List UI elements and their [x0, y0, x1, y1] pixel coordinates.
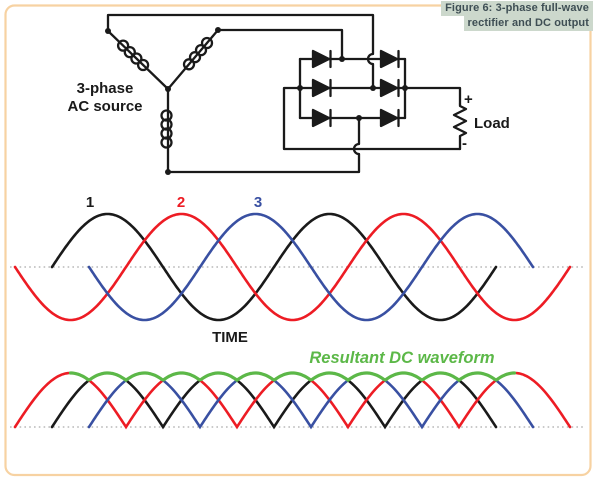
coil-loop	[194, 43, 208, 57]
page-border	[4, 4, 592, 477]
ac-waveform-chart: 1 2 3 TIME	[10, 194, 583, 346]
phase-3-label: 3	[254, 194, 262, 211]
diode-icon	[311, 78, 331, 98]
phase-1-label: 1	[86, 194, 94, 211]
junction-dot	[297, 85, 303, 91]
circuit-diagram	[105, 13, 468, 175]
junction-dots	[105, 27, 408, 175]
junction-dot	[402, 85, 408, 91]
figure-caption-line2: rectifier and DC output	[463, 16, 593, 31]
coil-loop	[160, 136, 173, 149]
dc-negative-wire	[282, 86, 462, 151]
diode-icon	[311, 108, 331, 128]
ac-wave-phase-1	[50, 212, 498, 322]
source-label-line1: 3-phase	[77, 80, 134, 97]
load-minus-label: -	[462, 135, 467, 152]
phase-2-label: 2	[177, 194, 185, 211]
junction-dot	[215, 27, 221, 33]
junction-dot	[339, 56, 345, 62]
figure-caption-line1: Figure 6: 3-phase full-wave	[441, 1, 593, 16]
junction-dot	[165, 86, 171, 92]
source-label-line2: AC source	[67, 98, 142, 115]
load-label: Load	[474, 115, 510, 132]
coil-loop	[116, 39, 130, 52]
coil-loop	[130, 52, 143, 65]
diodes	[311, 49, 400, 128]
ac-source-windings	[106, 28, 220, 174]
ac-waves	[13, 212, 572, 322]
diode-icon	[379, 78, 399, 98]
coil-loop	[182, 58, 196, 71]
diode-icon	[311, 49, 331, 69]
dc-envelope-wave	[68, 371, 517, 383]
diode-icon	[379, 108, 399, 128]
phase-1-wire	[106, 13, 375, 90]
diode-icon	[379, 49, 399, 69]
time-axis-label: TIME	[212, 329, 248, 346]
coil-loop	[123, 45, 136, 59]
junction-dot	[165, 169, 171, 175]
dc-waveform-chart: Resultant DC waveform	[10, 349, 583, 430]
load-resistor	[452, 102, 468, 151]
coil-loop	[136, 58, 150, 72]
dc-waveform-title: Resultant DC waveform	[309, 349, 494, 367]
junction-dot	[370, 85, 376, 91]
winding-1	[106, 29, 170, 91]
junction-dot	[356, 115, 362, 121]
load-plus-label: +	[464, 91, 473, 108]
figure-caption: Figure 6: 3-phase full-wave rectifier an…	[441, 1, 593, 31]
coil-loop	[200, 36, 214, 50]
rectified-waves	[13, 371, 572, 430]
dc-positive-wire	[403, 86, 462, 106]
phase-2-wire	[216, 28, 344, 61]
coil-loop	[188, 51, 202, 64]
ac-wave-phase-3	[87, 212, 535, 322]
junction-dot	[105, 28, 111, 34]
